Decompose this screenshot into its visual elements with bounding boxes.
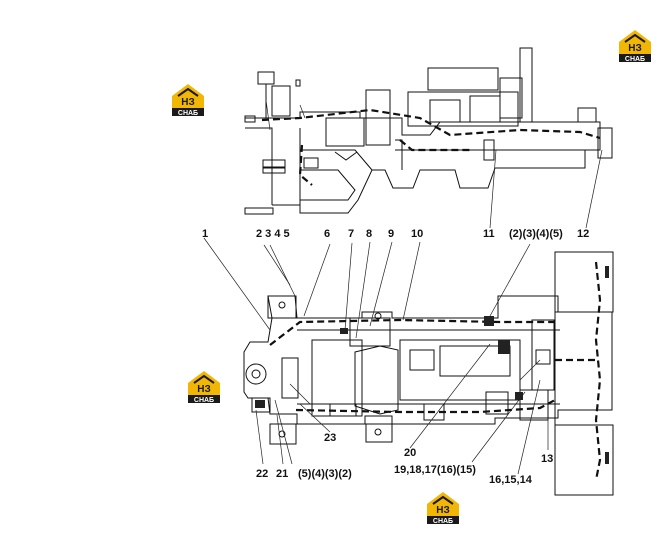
callout-11: 11 [483,228,495,240]
callout-10: 10 [411,228,423,240]
logo-bottom: НЗ СНАБ [426,491,460,525]
callout-1: 1 [202,228,208,240]
callout-9: 9 [388,228,394,240]
callout-8: 8 [366,228,372,240]
side-view [244,47,613,215]
svg-text:СНАБ: СНАБ [625,56,645,63]
callout-23: 23 [324,432,336,444]
callout-13: 13 [541,453,553,465]
callout-12: 12 [577,228,589,240]
callout-19-18-17-16-15: 19,18,17(16)(15) [394,464,476,476]
callout-6: 6 [324,228,330,240]
callout-2-3-4-5-parenthesized: (2)(3)(4)(5) [509,228,563,240]
callout-20: 20 [404,447,416,459]
svg-text:СНАБ: СНАБ [194,397,214,404]
svg-text:НЗ: НЗ [628,43,642,54]
callout-16-15-14: 16,15,14 [489,474,533,486]
plan-view [243,251,614,496]
logo-top-right: НЗ СНАБ [618,29,652,63]
callout-21: 21 [276,468,288,480]
leader-lines [203,149,603,475]
callout-22: 22 [256,468,268,480]
logo-mid-left: НЗ СНАБ [187,370,221,404]
callout-7: 7 [348,228,354,240]
svg-text:НЗ: НЗ [197,384,211,395]
svg-text:НЗ: НЗ [181,97,195,108]
svg-text:СНАБ: СНАБ [433,518,453,525]
callout-5-4-3-2-parenthesized: (5)(4)(3)(2) [298,468,352,480]
callout-2-3-4-5: 2 3 4 5 [256,228,290,240]
svg-text:СНАБ: СНАБ [178,110,198,117]
logo-top-left: НЗ СНАБ [171,83,205,117]
svg-text:НЗ: НЗ [436,505,450,516]
